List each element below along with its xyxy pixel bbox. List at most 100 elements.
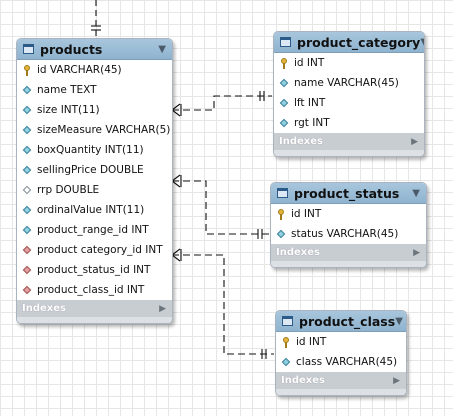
indexes-section-product-category[interactable]: Indexes ▶ [274,133,424,150]
column-row[interactable]: size INT(11) [17,100,172,120]
table-icon [280,37,291,47]
key-icon [276,208,286,220]
column-diamond-icon [279,78,289,88]
table-title: product_category [297,34,421,50]
column-diamond-icon [22,125,32,135]
column-label: rrp DOUBLE [37,184,100,196]
column-diamond-icon [22,205,32,215]
table-header-products[interactable]: products ▼ [17,39,172,60]
table-icon [277,188,288,198]
column-label: product_status_id INT [37,264,151,276]
column-label: status VARCHAR(45) [291,228,399,240]
column-label: product_class_id INT [37,284,145,296]
collapse-arrow-icon[interactable]: ▼ [420,37,424,48]
column-label: name VARCHAR(45) [294,77,399,89]
indexes-label: Indexes [279,136,323,147]
column-label: name TEXT [37,84,97,96]
column-row[interactable]: status VARCHAR(45) [271,224,426,244]
column-row[interactable]: id INT [274,53,424,73]
table-header-product-category[interactable]: product_category ▼ [274,32,424,53]
column-label: boxQuantity INT(11) [37,144,144,156]
table-footer [271,261,426,267]
column-row[interactable]: boxQuantity INT(11) [17,140,172,160]
indexes-section-product-status[interactable]: Indexes ▶ [271,244,426,261]
table-title: products [40,41,103,57]
indexes-section-product-class[interactable]: Indexes ▶ [276,372,406,389]
column-row[interactable]: product_status_id INT [17,260,172,280]
indexes-label: Indexes [281,375,325,386]
table-footer [17,317,172,323]
table-products[interactable]: products ▼ id VARCHAR(45) name TEXT size I… [16,38,173,324]
column-list: id INT class VARCHAR(45) [276,332,406,372]
column-diamond-icon [22,145,32,155]
column-label: class VARCHAR(45) [296,356,398,368]
column-label: rgt INT [294,117,330,129]
relationship-products-status [172,180,270,235]
foreign-key-diamond-icon [22,265,32,275]
column-label: id INT [294,57,325,69]
expand-arrow-icon[interactable]: ▶ [413,247,420,258]
foreign-key-diamond-icon [22,285,32,295]
table-header-product-status[interactable]: product_status ▼ [271,183,426,204]
collapse-arrow-icon[interactable]: ▼ [158,43,166,55]
relationship-products-category [172,95,272,111]
collapse-arrow-icon[interactable]: ▼ [395,315,403,327]
table-product-status[interactable]: product_status ▼ id INT status VARCHAR(45… [270,182,427,268]
key-icon [281,336,291,348]
column-label: lft INT [294,97,326,109]
column-row[interactable]: product_range_id INT [17,220,172,240]
column-row[interactable]: sizeMeasure VARCHAR(5) [17,120,172,140]
column-diamond-icon [22,105,32,115]
column-label: sellingPrice DOUBLE [37,164,144,176]
table-title: product_class [299,313,396,329]
table-icon [282,316,293,326]
column-label: id VARCHAR(45) [37,64,122,76]
table-title: product_status [294,185,400,201]
table-header-product-class[interactable]: product_class ▼ [276,311,406,332]
column-row[interactable]: product category_id INT [17,240,172,260]
table-footer [274,150,424,156]
column-label: id INT [291,208,322,220]
column-row[interactable]: rrp DOUBLE [17,180,172,200]
column-row[interactable]: ordinalValue INT(11) [17,200,172,220]
column-diamond-hollow-icon [22,185,32,195]
expand-arrow-icon[interactable]: ▶ [393,375,400,386]
crowfoot-category [171,103,181,117]
column-label: id INT [296,336,327,348]
column-row[interactable]: id INT [271,204,426,224]
table-product-category[interactable]: product_category ▼ id INT name VARCHAR(45… [273,31,425,157]
column-row[interactable]: id INT [276,332,406,352]
indexes-section-products[interactable]: Indexes ▶ [17,300,172,317]
column-label: product category_id INT [37,244,163,256]
collapse-arrow-icon[interactable]: ▼ [412,187,420,199]
key-icon [279,57,289,69]
column-row[interactable]: lft INT [274,93,424,113]
column-diamond-icon [276,229,286,239]
column-label: size INT(11) [37,104,100,116]
column-row[interactable]: name TEXT [17,80,172,100]
column-label: ordinalValue INT(11) [37,204,145,216]
column-row[interactable]: id VARCHAR(45) [17,60,172,80]
column-row[interactable]: name VARCHAR(45) [274,73,424,93]
crowfoot-class [171,248,181,262]
column-row[interactable]: sellingPrice DOUBLE [17,160,172,180]
column-label: sizeMeasure VARCHAR(5) [37,124,171,136]
key-icon [22,64,32,76]
column-diamond-icon [279,98,289,108]
expand-arrow-icon[interactable]: ▶ [159,303,166,314]
column-diamond-icon [22,165,32,175]
column-diamond-icon [22,85,32,95]
column-list: id INT name VARCHAR(45) lft INT rgt INT [274,53,424,133]
expand-arrow-icon[interactable]: ▶ [411,136,418,147]
column-row[interactable]: rgt INT [274,113,424,133]
column-list: id INT status VARCHAR(45) [271,204,426,244]
column-row[interactable]: class VARCHAR(45) [276,352,406,372]
column-diamond-icon [281,357,291,367]
foreign-key-diamond-icon [22,245,32,255]
indexes-label: Indexes [22,303,66,314]
column-diamond-icon [279,118,289,128]
column-row[interactable]: product_class_id INT [17,280,172,300]
column-diamond-icon [22,225,32,235]
